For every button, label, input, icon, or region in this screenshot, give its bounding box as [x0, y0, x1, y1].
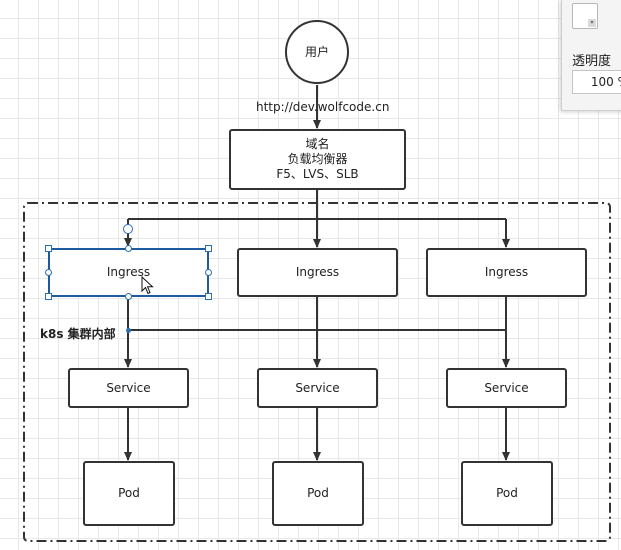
fill-color-swatch[interactable]: ▾: [572, 3, 598, 29]
lb-line-balancer: 负载均衡器: [287, 152, 348, 166]
ingress-2-label: Ingress: [295, 265, 340, 279]
service-2-label: Service: [295, 380, 340, 395]
resize-handle-se[interactable]: [205, 293, 212, 300]
service-node-2[interactable]: Service: [257, 368, 378, 408]
service-3-label: Service: [484, 380, 529, 395]
pod-node-1[interactable]: Pod: [83, 461, 175, 526]
opacity-input[interactable]: 100 %: [572, 70, 621, 94]
pod-node-3[interactable]: Pod: [461, 461, 553, 526]
resize-handle-nw[interactable]: [45, 245, 52, 252]
service-1-label: Service: [106, 380, 151, 395]
cluster-label[interactable]: k8s 集群内部: [40, 327, 116, 341]
pod-1-label: Pod: [118, 486, 140, 500]
user-node[interactable]: 用户: [285, 20, 349, 84]
lb-line-domain: 域名: [305, 137, 330, 151]
resize-handle-e[interactable]: [205, 269, 212, 276]
ingress-node-3[interactable]: Ingress: [426, 248, 587, 297]
mouse-pointer-icon: [141, 276, 154, 295]
resize-handle-s[interactable]: [125, 293, 132, 300]
url-label[interactable]: http://dev.wolfcode.cn: [256, 100, 390, 114]
pod-3-label: Pod: [496, 486, 518, 500]
ingress-1-label: Ingress: [106, 265, 151, 279]
dropdown-arrow-icon: ▾: [588, 19, 596, 27]
service-node-3[interactable]: Service: [446, 368, 567, 408]
ingress-node-2[interactable]: Ingress: [237, 248, 398, 297]
resize-handle-n[interactable]: [125, 245, 132, 252]
ingress-node-1[interactable]: Ingress: [48, 248, 209, 297]
format-panel: ▾ 透明度 100 %: [561, 0, 621, 111]
pod-2-label: Pod: [307, 486, 329, 500]
user-label: 用户: [304, 44, 329, 59]
opacity-label: 透明度: [572, 54, 612, 69]
service-node-1[interactable]: Service: [68, 368, 189, 408]
waypoint-dot[interactable]: [126, 328, 131, 333]
resize-handle-w[interactable]: [45, 269, 52, 276]
lb-line-products: F5、LVS、SLB: [276, 167, 359, 181]
rotate-handle[interactable]: [123, 224, 133, 234]
load-balancer-node[interactable]: 域名 负载均衡器 F5、LVS、SLB: [229, 129, 406, 190]
ingress-3-label: Ingress: [484, 265, 529, 279]
resize-handle-sw[interactable]: [45, 293, 52, 300]
resize-handle-ne[interactable]: [205, 245, 212, 252]
pod-node-2[interactable]: Pod: [272, 461, 364, 526]
